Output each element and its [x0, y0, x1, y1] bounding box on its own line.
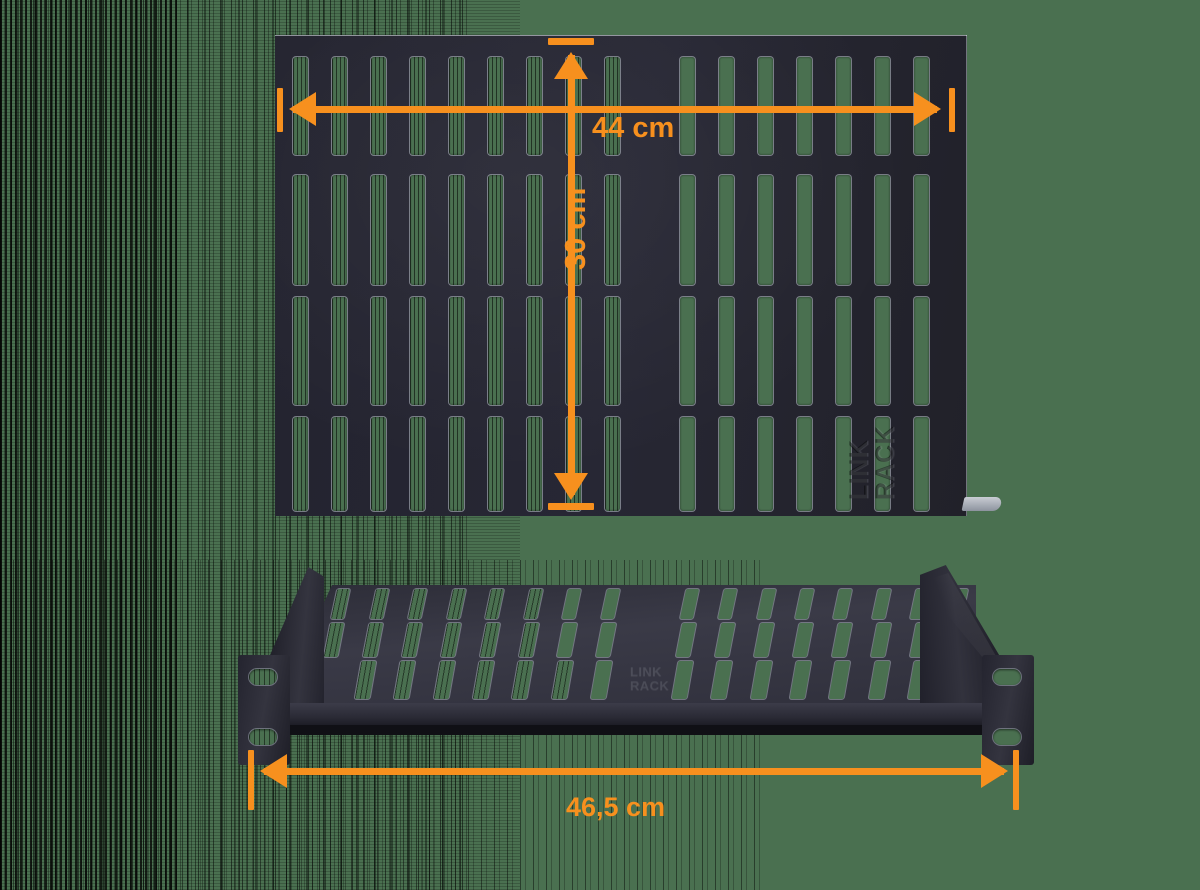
vent-slot — [449, 297, 464, 405]
vent-slot — [332, 417, 347, 511]
vent-slot — [719, 297, 734, 405]
vent-slot — [488, 417, 503, 511]
width-tick-left — [277, 88, 283, 132]
mounting-hole-left-top — [249, 669, 277, 685]
vent-slot — [410, 175, 425, 285]
vent-slot — [797, 175, 812, 285]
front-panel-face — [275, 35, 967, 516]
perspective-view-product: LINK RACK — [230, 555, 1034, 770]
depth-tick-left — [248, 750, 254, 810]
mounting-ear-right — [982, 655, 1034, 765]
width-arrowhead-right — [914, 92, 941, 126]
brand-emboss-perspective: LINK RACK — [630, 664, 670, 693]
vent-slot — [293, 175, 308, 285]
shelf-front-lip — [250, 703, 1020, 729]
height-tick-bottom — [548, 503, 594, 510]
shelf-lip-shadow — [254, 725, 1014, 735]
vent-slot — [875, 175, 890, 285]
vent-slot — [836, 175, 851, 285]
mounting-hole-right-top — [993, 669, 1021, 685]
vent-slot — [332, 175, 347, 285]
vent-slot — [527, 297, 542, 405]
vent-slot — [758, 297, 773, 405]
depth-arrowhead-right — [981, 754, 1008, 788]
depth-dimension-line — [264, 768, 1004, 775]
vent-slot — [371, 175, 386, 285]
mounting-hole-left-bottom — [249, 729, 277, 745]
background-streak-artifacts-dense — [0, 0, 180, 890]
vent-slot — [371, 297, 386, 405]
vent-slot — [875, 417, 890, 511]
width-dimension-line — [293, 106, 937, 113]
vent-slot — [449, 175, 464, 285]
vent-slot — [449, 417, 464, 511]
vent-slot — [605, 175, 620, 285]
vent-slot — [836, 297, 851, 405]
vent-slot — [293, 297, 308, 405]
height-tick-top — [548, 38, 594, 45]
height-dimension-line — [568, 55, 575, 495]
vent-slot — [527, 175, 542, 285]
vent-slot — [332, 297, 347, 405]
height-arrowhead-bottom — [554, 473, 588, 500]
vent-slot — [758, 175, 773, 285]
depth-tick-right — [1013, 750, 1019, 810]
vent-slot — [488, 297, 503, 405]
width-dimension-label: 44 cm — [592, 112, 675, 144]
vent-slot — [527, 417, 542, 511]
vent-slot — [293, 417, 308, 511]
vent-slot — [914, 417, 929, 511]
depth-arrowhead-left — [260, 754, 287, 788]
height-dimension-label: 30 cm — [560, 187, 592, 270]
vent-slot — [836, 417, 851, 511]
vent-slot — [680, 175, 695, 285]
mounting-hole-right-bottom — [993, 729, 1021, 745]
vent-slot — [410, 297, 425, 405]
vent-slot — [488, 175, 503, 285]
brand-emboss-front: LINK RACK — [846, 425, 900, 500]
vent-slot — [605, 297, 620, 405]
vent-slot — [680, 297, 695, 405]
vent-slot — [797, 417, 812, 511]
vent-slot — [371, 417, 386, 511]
vent-slot — [719, 417, 734, 511]
front-panel-mount-tab — [961, 497, 1003, 511]
vent-slot — [914, 175, 929, 285]
width-tick-right — [949, 88, 955, 132]
vent-slot — [797, 297, 812, 405]
vent-slot — [605, 417, 620, 511]
shelf-top-surface — [276, 585, 976, 707]
vent-slot — [680, 417, 695, 511]
mounting-ear-left — [238, 655, 290, 765]
vent-slot — [719, 175, 734, 285]
vent-slot — [758, 417, 773, 511]
vent-slot — [914, 297, 929, 405]
vent-slot — [875, 297, 890, 405]
width-arrowhead-left — [289, 92, 316, 126]
height-arrowhead-top — [554, 52, 588, 79]
depth-dimension-label: 46,5 cm — [566, 792, 666, 822]
vent-slot — [410, 417, 425, 511]
